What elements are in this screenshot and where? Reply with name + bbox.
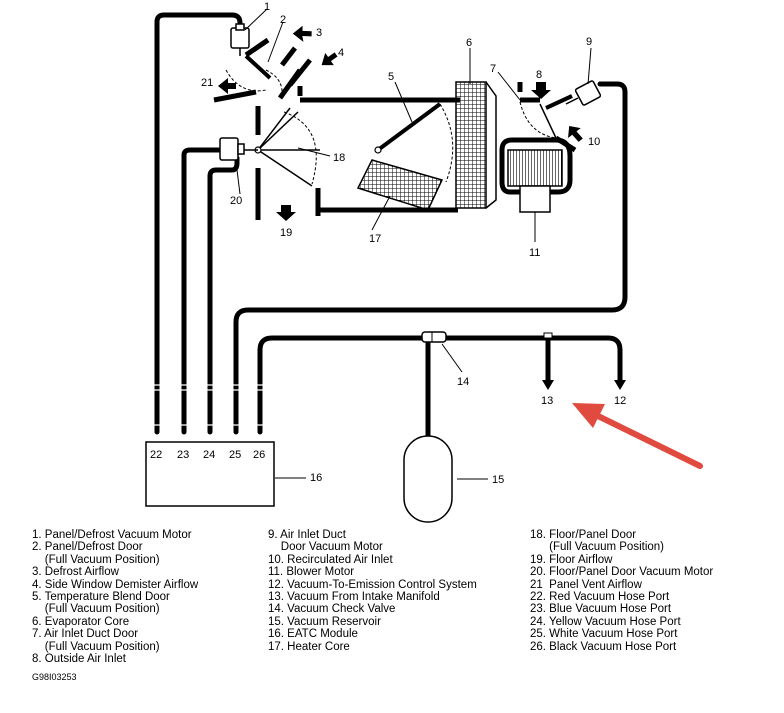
- hose-port-marks: [152, 384, 265, 426]
- legend-item: 1. Panel/Defrost Vacuum Motor: [32, 529, 192, 541]
- hose-port-labels: 22 23 24 25 26: [150, 449, 265, 461]
- callout-numbers: 1 2 3 4 5 6 7 8 9 10 11 12 13 14 15 16 1…: [201, 1, 626, 486]
- floor-panel-door: [254, 107, 320, 187]
- callout-9: 9: [586, 36, 592, 48]
- vacuum-hoses: [154, 12, 628, 443]
- evaporator-core: [455, 81, 497, 209]
- legend-item: (Full Vacuum Position): [32, 603, 160, 616]
- eatc-module: [145, 441, 275, 507]
- callout-21: 21: [201, 77, 213, 89]
- legend-item: 16. EATC Module: [268, 628, 358, 641]
- callout-14: 14: [457, 376, 469, 388]
- callout-18: 18: [333, 152, 345, 164]
- callout-1: 1: [264, 1, 270, 13]
- air-inlet-duct-door: [519, 94, 573, 139]
- callout-7: 7: [490, 63, 496, 75]
- figure-code: G98I03253: [32, 672, 77, 682]
- port-label-22: 22: [150, 449, 162, 461]
- port-label-26: 26: [253, 449, 265, 461]
- leader-lines: [235, 8, 592, 480]
- legend-item: (Full Vacuum Position): [32, 553, 160, 566]
- legend-item: 6. Evaporator Core: [32, 615, 130, 628]
- callout-15: 15: [492, 474, 504, 486]
- port-label-25: 25: [229, 449, 241, 461]
- airflow-arrows: [218, 25, 583, 221]
- vacuum-reservoir: [403, 435, 453, 523]
- legend-item: 22. Red Vacuum Hose Port: [530, 590, 670, 603]
- legend-column-3: 18. Floor/Panel Door (Full Vacuum Positi…: [530, 529, 713, 653]
- callout-2: 2: [280, 14, 286, 26]
- legend-item: 3. Defrost Airflow: [32, 566, 119, 579]
- blower-motor: [507, 149, 563, 213]
- legend-item: 19. Floor Airflow: [530, 553, 613, 566]
- legend-item: 9. Air Inlet Duct: [268, 529, 346, 541]
- callout-8: 8: [536, 69, 542, 81]
- callout-19: 19: [280, 227, 292, 239]
- air-inlet-duct-vacuum-motor: [565, 80, 602, 106]
- port-label-23: 23: [177, 449, 189, 461]
- heater-core: [356, 159, 444, 211]
- legend-item: 20. Floor/Panel Door Vacuum Motor: [530, 566, 714, 579]
- vacuum-line-ends: [542, 380, 626, 390]
- legend-item: 8. Outside Air Inlet: [32, 652, 126, 665]
- callout-3: 3: [316, 27, 322, 39]
- blower-housing: [499, 137, 573, 195]
- legend-item: 18. Floor/Panel Door: [530, 529, 637, 541]
- legend-item: 4. Side Window Demister Airflow: [32, 578, 199, 591]
- floor-panel-vacuum-motor: [219, 137, 258, 161]
- legend-item: 2. Panel/Defrost Door: [32, 541, 143, 554]
- legend-item: 17. Heater Core: [268, 640, 350, 653]
- legend-item: 23. Blue Vacuum Hose Port: [530, 603, 672, 616]
- panel-defrost-door: [225, 54, 283, 93]
- callout-20: 20: [230, 195, 242, 207]
- legend-item: 11. Blower Motor: [268, 566, 355, 579]
- legend-item: 13. Vacuum From Intake Manifold: [268, 590, 440, 603]
- callout-4: 4: [338, 47, 344, 59]
- temperature-blend-door: [374, 102, 454, 183]
- legend-item: 24. Yellow Vacuum Hose Port: [530, 615, 681, 628]
- callout-16: 16: [310, 472, 322, 484]
- vacuum-check-valve: [421, 331, 447, 343]
- legend-item: 21 Panel Vent Airflow: [530, 578, 642, 591]
- legend-item: 10. Recirculated Air Inlet: [268, 553, 393, 566]
- callout-13: 13: [541, 395, 553, 407]
- legend-item: (Full Vacuum Position): [32, 640, 160, 653]
- callout-10: 10: [588, 136, 600, 148]
- legend-item: (Full Vacuum Position): [530, 541, 664, 554]
- legend-item: Door Vacuum Motor: [268, 541, 383, 554]
- callout-12: 12: [614, 395, 626, 407]
- legend-item: 15. Vacuum Reservoir: [268, 615, 381, 628]
- callout-17: 17: [369, 233, 381, 245]
- red-annotation-arrow: [572, 403, 703, 469]
- callout-5: 5: [388, 71, 394, 83]
- legend-item: 26. Black Vacuum Hose Port: [530, 640, 677, 653]
- legend-item: 14. Vacuum Check Valve: [268, 603, 396, 616]
- panel-defrost-vacuum-motor: [230, 23, 250, 56]
- callout-11: 11: [529, 247, 540, 259]
- port-label-24: 24: [203, 449, 215, 461]
- legend-item: 5. Temperature Blend Door: [32, 590, 170, 603]
- legend-item: 12. Vacuum-To-Emission Control System: [268, 578, 477, 591]
- callout-6: 6: [466, 37, 472, 49]
- duct-walls: [213, 37, 577, 220]
- legend-item: 25. White Vacuum Hose Port: [530, 628, 678, 641]
- legend-item: 7. Air Inlet Duct Door: [32, 628, 139, 641]
